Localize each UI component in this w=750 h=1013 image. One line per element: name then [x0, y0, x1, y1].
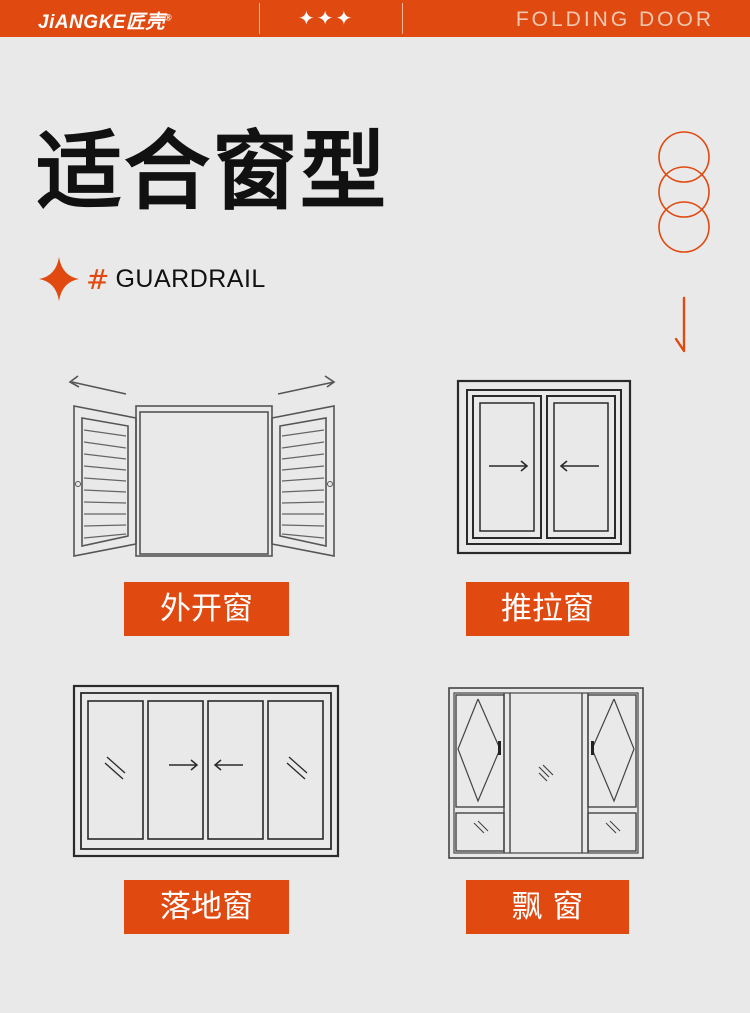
floor-window-illustration: [72, 684, 340, 858]
header-tagline: FOLDING DOOR: [515, 8, 714, 31]
sliding-window-illustration: [456, 379, 632, 555]
label-casement-window: 外开窗: [124, 582, 289, 636]
sparkle-icon: [39, 257, 79, 301]
page-title: 适合窗型: [36, 122, 388, 222]
header-bar: JiANGKE匠壳® ✦✦✦ FOLDING DOOR: [0, 0, 750, 37]
brand-name: JiANGKE匠壳: [38, 12, 165, 33]
header-divider: [259, 3, 260, 34]
registered-mark: ®: [164, 12, 173, 23]
stars-decoration: ✦✦✦: [298, 6, 355, 30]
subtitle: # GUARDRAIL: [38, 256, 266, 302]
subtitle-text: GUARDRAIL: [115, 264, 266, 293]
bay-window-illustration: [448, 687, 644, 859]
label-sliding-window: 推拉窗: [466, 582, 629, 636]
label-floor-window: 落地窗: [124, 880, 289, 934]
hash-symbol: #: [86, 262, 110, 296]
header-divider: [402, 3, 403, 34]
circles-decoration: [658, 131, 710, 353]
brand-logo: JiANGKE匠壳®: [38, 7, 172, 34]
casement-window-illustration: [68, 375, 336, 557]
label-bay-window: 飘 窗: [466, 880, 629, 934]
